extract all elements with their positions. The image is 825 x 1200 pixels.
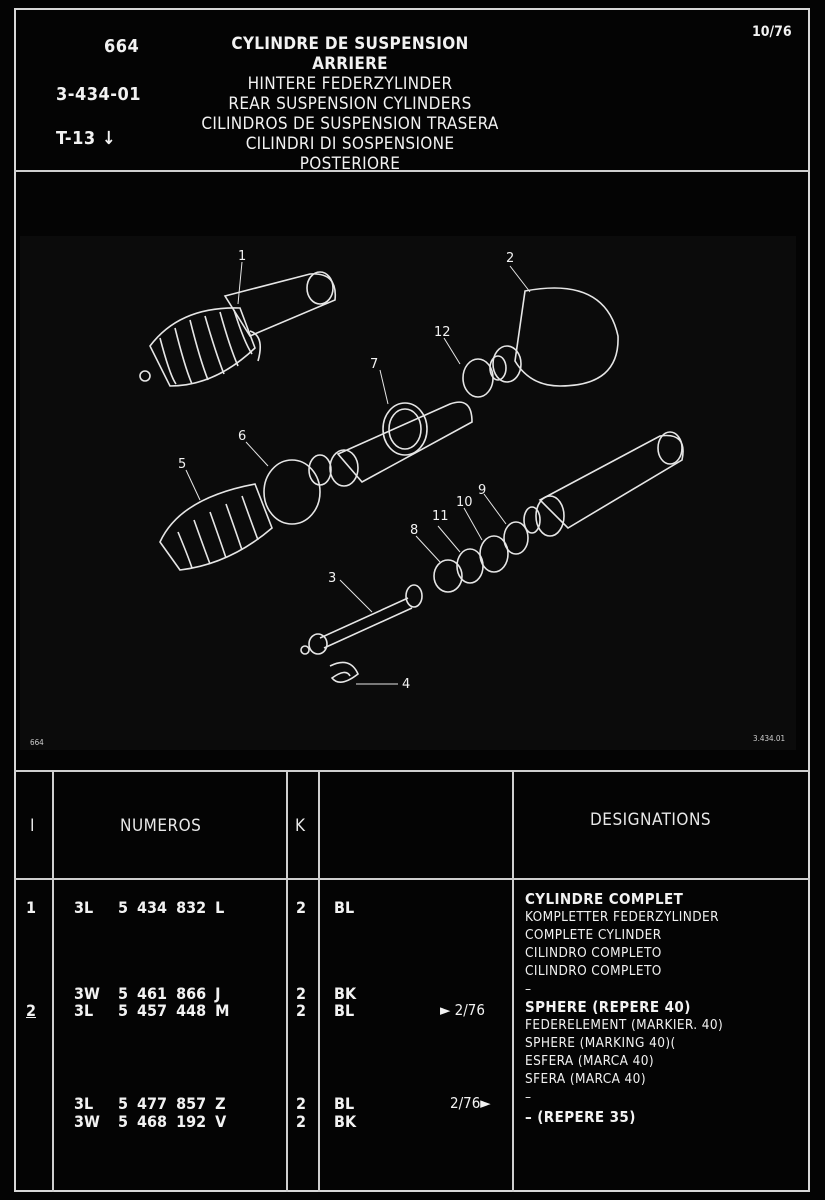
arrow-down-icon: ↓ xyxy=(101,128,116,149)
part-number: 5 461 866 J xyxy=(118,984,221,1003)
callout-1: 1 xyxy=(238,249,246,264)
part-3-push-rod xyxy=(300,584,423,655)
part-number: 5 434 832 L xyxy=(118,898,225,917)
parts-catalog-page xyxy=(14,8,810,1192)
designation-es: ESFERA (MARCA 40) xyxy=(525,1053,655,1069)
header-designations: DESIGNATIONS xyxy=(590,810,712,830)
title-de: HINTERE FEDERZYLINDER xyxy=(247,74,453,94)
header-k: K xyxy=(295,816,306,836)
catalog-code: 664 xyxy=(104,36,140,57)
row-prefix: 3W xyxy=(74,1112,100,1131)
header-numeros: NUMEROS xyxy=(120,816,202,836)
part-10-ring xyxy=(479,535,509,573)
header-divider xyxy=(14,170,810,172)
column-rule-index xyxy=(52,770,54,1192)
row-k: 2 xyxy=(296,984,307,1003)
part-number: 5 468 192 V xyxy=(118,1112,227,1131)
exploded-view-diagram: 1 2 3 4 5 6 7 8 9 10 11 12 664 3.434.01 xyxy=(20,236,796,750)
designation-dash: – xyxy=(525,981,532,997)
row-code: BK xyxy=(334,1112,357,1131)
callout-12: 12 xyxy=(434,325,451,340)
part-9-ring xyxy=(503,521,529,555)
section-code-text: T-13 xyxy=(56,128,96,149)
row-index: 1 xyxy=(26,898,37,917)
table-header-rule xyxy=(14,878,810,880)
table-top-rule xyxy=(14,770,810,772)
row-code: BL xyxy=(334,898,355,917)
part-1-cylinder-assembly xyxy=(139,271,337,387)
column-rule-k xyxy=(318,770,320,1192)
column-rule-numbers xyxy=(286,770,288,1192)
row-prefix: 3L xyxy=(74,898,94,917)
row-prefix: 3L xyxy=(74,1001,94,1020)
revision-date: 10/76 xyxy=(752,24,792,40)
row-code: BL xyxy=(334,1094,355,1113)
row-k: 2 xyxy=(296,1001,307,1020)
designation-fr: CYLINDRE COMPLET xyxy=(525,890,684,908)
title-block: CYLINDRE DE SUSPENSION ARRIERE HINTERE F… xyxy=(200,34,500,174)
validity-note: ► 2/76 xyxy=(440,1001,485,1019)
suspension-cylinder-drawing: 1 2 3 4 5 6 7 8 9 10 11 12 xyxy=(139,249,684,692)
designation-de: FEDERELEMENT (MARKIER. 40) xyxy=(525,1017,724,1033)
designation-de: KOMPLETTER FEDERZYLINDER xyxy=(525,909,719,925)
part-12-seal-ring xyxy=(462,358,494,398)
callout-5: 5 xyxy=(178,457,186,472)
cylinder-body xyxy=(523,431,684,537)
designation-es: CILINDRO COMPLETO xyxy=(525,945,662,961)
designation-fr: – (REPERE 35) xyxy=(525,1108,636,1126)
title-en: REAR SUSPENSION CYLINDERS xyxy=(228,94,472,114)
diagram-reference: 3.434.01 xyxy=(753,734,786,743)
callout-6: 6 xyxy=(238,429,246,444)
reference-number: 3-434-01 xyxy=(56,84,142,105)
designation-dash: – xyxy=(525,1089,532,1105)
designation-it: CILINDRO COMPLETO xyxy=(525,963,662,979)
callout-2: 2 xyxy=(506,251,514,266)
callout-9: 9 xyxy=(478,483,486,498)
validity-note: 2/76► xyxy=(450,1094,491,1112)
diagram-code: 664 xyxy=(30,738,44,747)
callout-8: 8 xyxy=(410,523,418,538)
callout-11: 11 xyxy=(432,509,449,524)
section-code: T-13 ↓ xyxy=(56,128,116,149)
part-5-dust-boot xyxy=(159,483,273,571)
callout-7: 7 xyxy=(370,357,378,372)
header-index: I xyxy=(30,816,36,836)
part-11-ring xyxy=(456,548,484,584)
designation-it: SFERA (MARCA 40) xyxy=(525,1071,646,1087)
row-index: 2 xyxy=(26,1001,37,1020)
callout-10: 10 xyxy=(456,495,473,510)
title-es: CILINDROS DE SUSPENSION TRASERA xyxy=(201,114,499,134)
callout-3: 3 xyxy=(328,571,336,586)
title-it: CILINDRI DI SOSPENSIONE POSTERIORE xyxy=(245,134,455,174)
designation-group-complete-cylinder: CYLINDRE COMPLET KOMPLETTER FEDERZYLINDE… xyxy=(525,890,719,998)
row-code: BL xyxy=(334,1001,355,1020)
part-8-ring xyxy=(433,559,463,593)
row-k: 2 xyxy=(296,898,307,917)
row-k: 2 xyxy=(296,1112,307,1131)
title-fr: CYLINDRE DE SUSPENSION ARRIERE xyxy=(231,34,469,74)
row-k: 2 xyxy=(296,1094,307,1113)
row-prefix: 3W xyxy=(74,984,100,1003)
designation-en: COMPLETE CYLINDER xyxy=(525,927,662,943)
part-number: 5 457 448 M xyxy=(118,1001,230,1020)
designation-fr: SPHERE (REPERE 40) xyxy=(525,998,691,1016)
designation-en: SPHERE (MARKING 40)( xyxy=(525,1035,676,1051)
designation-group-marking-35: – (REPERE 35) xyxy=(525,1108,636,1126)
part-7-clamp xyxy=(308,401,473,487)
part-6-clip-ring xyxy=(263,459,321,525)
designation-group-sphere: SPHERE (REPERE 40) FEDERELEMENT (MARKIER… xyxy=(525,998,723,1106)
part-number: 5 477 857 Z xyxy=(118,1094,226,1113)
row-code: BK xyxy=(334,984,357,1003)
column-rule-codes xyxy=(512,770,514,1192)
callout-4: 4 xyxy=(402,677,410,692)
row-prefix: 3L xyxy=(74,1094,94,1113)
part-4-spring-clip xyxy=(329,661,359,683)
part-2-sphere xyxy=(489,287,619,387)
